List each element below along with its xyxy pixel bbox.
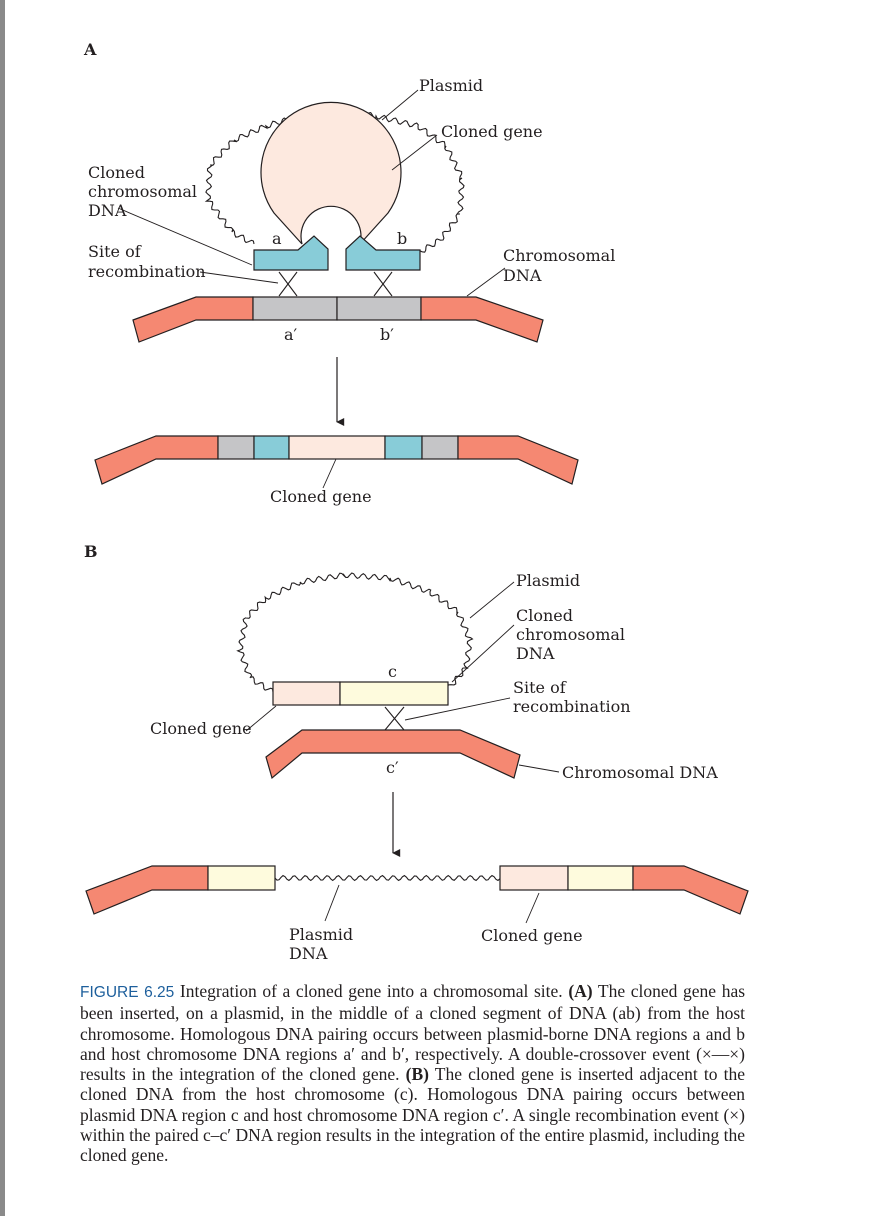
plasmid-b-wavy-line — [236, 572, 474, 693]
result-cloned-gene-label: Cloned gene — [270, 487, 372, 506]
figure-number: FIGURE 6.25 — [80, 984, 175, 1001]
result-a-right-arm — [457, 435, 579, 485]
chromosome-a-right-arm — [420, 296, 544, 343]
result-b-plasmid-dna-wavy-line — [274, 874, 501, 882]
figure-caption: FIGURE 6.25 Integration of a cloned gene… — [80, 981, 745, 1166]
region-c-prime-label: c′ — [386, 758, 399, 777]
result-b-cloned-gene — [499, 865, 569, 891]
site-of-recombination-label: Site of recombination — [88, 242, 206, 281]
cloned-gene-horseshoe — [260, 101, 402, 245]
cloned-chromosomal-dna-b-label: Cloned chromosomal DNA — [516, 606, 630, 663]
cloned-gene-label: Cloned gene — [441, 122, 543, 141]
plasmid-region-b — [345, 235, 421, 271]
plasmid-cloned-gene — [272, 681, 341, 706]
result-a-region-a — [217, 435, 255, 460]
plasmid-region-a — [253, 235, 329, 271]
crossover-a — [278, 271, 298, 297]
panel-b-leader-lines — [245, 581, 560, 773]
chromosome-a-left-arm — [132, 296, 254, 343]
cloned-gene-b-label: Cloned gene — [150, 719, 252, 738]
result-b-cloned-gene-label: Cloned gene — [481, 926, 583, 945]
page-edge-bar — [0, 0, 5, 1216]
result-b-region-c-right — [567, 865, 634, 891]
caption-part-a-label: (A) — [568, 981, 593, 1001]
chromosomal-dna-b-label: Chromosomal DNA — [562, 763, 718, 782]
caption-part-b-label: (B) — [405, 1064, 429, 1085]
crossover-c — [384, 706, 405, 731]
region-b-label: b — [397, 229, 407, 248]
panel-a-label: A — [83, 40, 97, 59]
result-a-region-b — [421, 435, 459, 460]
plasmid-dna-label: Plasmid DNA — [289, 925, 358, 963]
region-b-prime-label: b′ — [380, 325, 394, 344]
result-a-left-arm — [94, 435, 219, 485]
figure-diagram: A a b a′ b′ Plasmid Cloned gene Cloned c… — [83, 40, 749, 963]
chromosome-b — [265, 729, 521, 780]
panel-b-label: B — [84, 542, 98, 561]
result-b-right-arm — [632, 865, 749, 915]
caption-title: Integration of a cloned gene into a chro… — [174, 981, 569, 1001]
caption-part-a-text: The cloned gene has been inserted, on a … — [80, 981, 746, 1085]
region-a-prime-label: a′ — [284, 325, 298, 344]
panel-a-leader-lines — [117, 89, 506, 297]
result-a-cloned-gene — [288, 435, 386, 460]
result-a-plasmid-part-left — [253, 435, 290, 460]
region-a-label: a — [272, 229, 282, 248]
crossover-b — [373, 271, 393, 297]
plasmid-b-label: Plasmid — [516, 571, 580, 590]
cloned-chromosomal-dna-label: Cloned chromosomal DNA — [88, 163, 202, 220]
chromosome-region-b-prime — [336, 296, 422, 321]
result-a-plasmid-part-right — [384, 435, 423, 460]
region-c-label: c — [388, 662, 397, 681]
result-b-region-c-left — [207, 865, 276, 891]
plasmid-region-c — [339, 681, 449, 706]
caption-part-b-text: The cloned gene is inserted adjacent to … — [80, 1064, 745, 1166]
result-b-leader-lines — [324, 884, 540, 924]
chromosomal-dna-label: Chromosomal DNA — [503, 246, 620, 285]
site-of-recombination-b-label: Site of recombination — [513, 678, 631, 716]
result-b-left-arm — [85, 865, 209, 915]
result-a-leader-line — [322, 458, 337, 489]
plasmid-label: Plasmid — [419, 76, 483, 95]
chromosome-region-a-prime — [252, 296, 338, 321]
